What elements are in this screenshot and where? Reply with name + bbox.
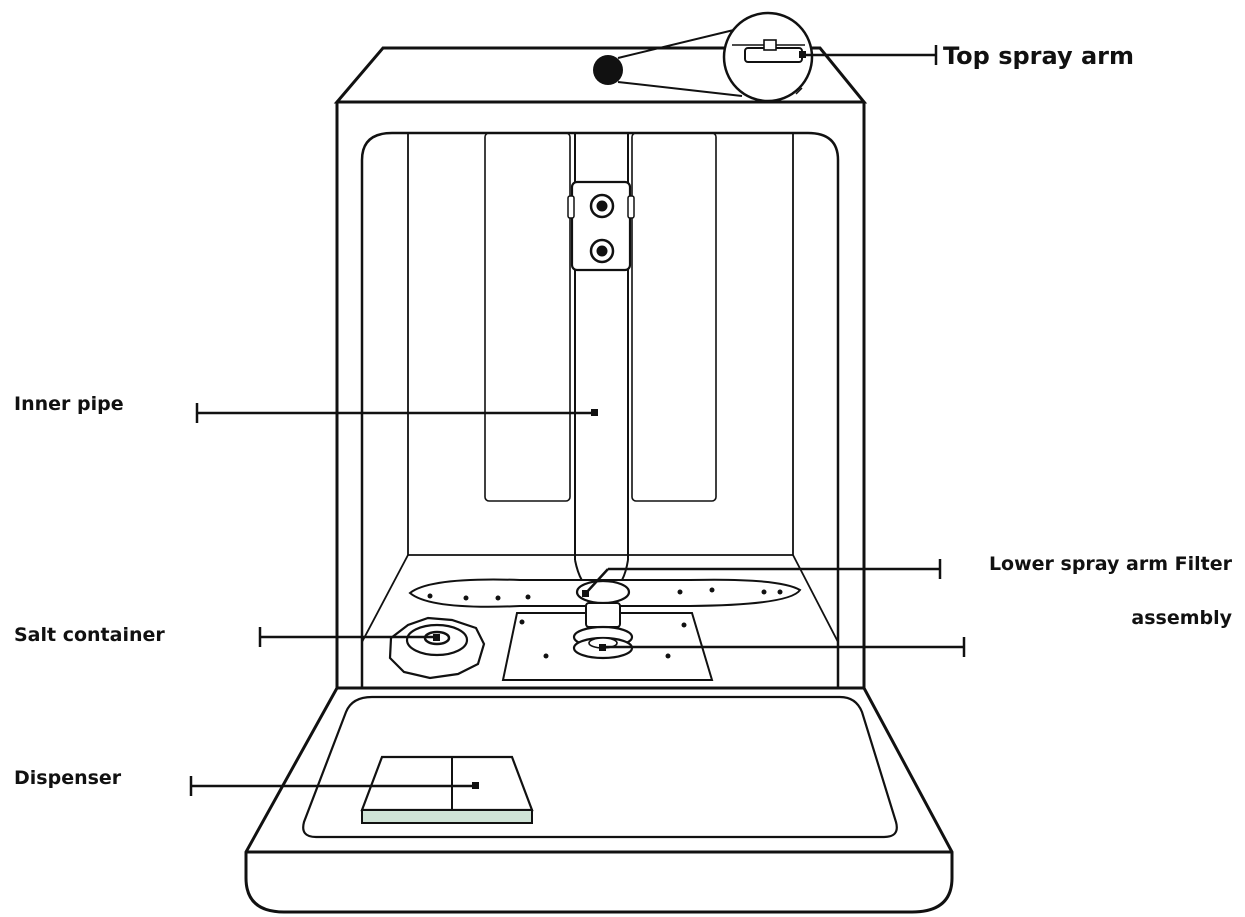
label-top-spray-arm: Top spray arm bbox=[943, 42, 1134, 70]
inner-pipe bbox=[567, 133, 635, 591]
top-spray-arm-callout bbox=[593, 11, 814, 103]
label-assembly: assembly bbox=[1131, 607, 1232, 629]
dishwasher-door bbox=[244, 686, 954, 914]
label-dispenser: Dispenser bbox=[14, 767, 122, 789]
leader-lines bbox=[189, 45, 966, 796]
label-lower-spray-arm-filter: Lower spray arm Filter bbox=[989, 553, 1233, 575]
leader-dots bbox=[433, 51, 806, 789]
filter-assembly bbox=[572, 602, 634, 660]
label-inner-pipe: Inner pipe bbox=[14, 393, 124, 415]
label-salt-container: Salt container bbox=[14, 624, 165, 646]
salt-container bbox=[388, 616, 486, 680]
lower-spray-arm bbox=[408, 578, 802, 608]
dispenser bbox=[360, 755, 534, 824]
